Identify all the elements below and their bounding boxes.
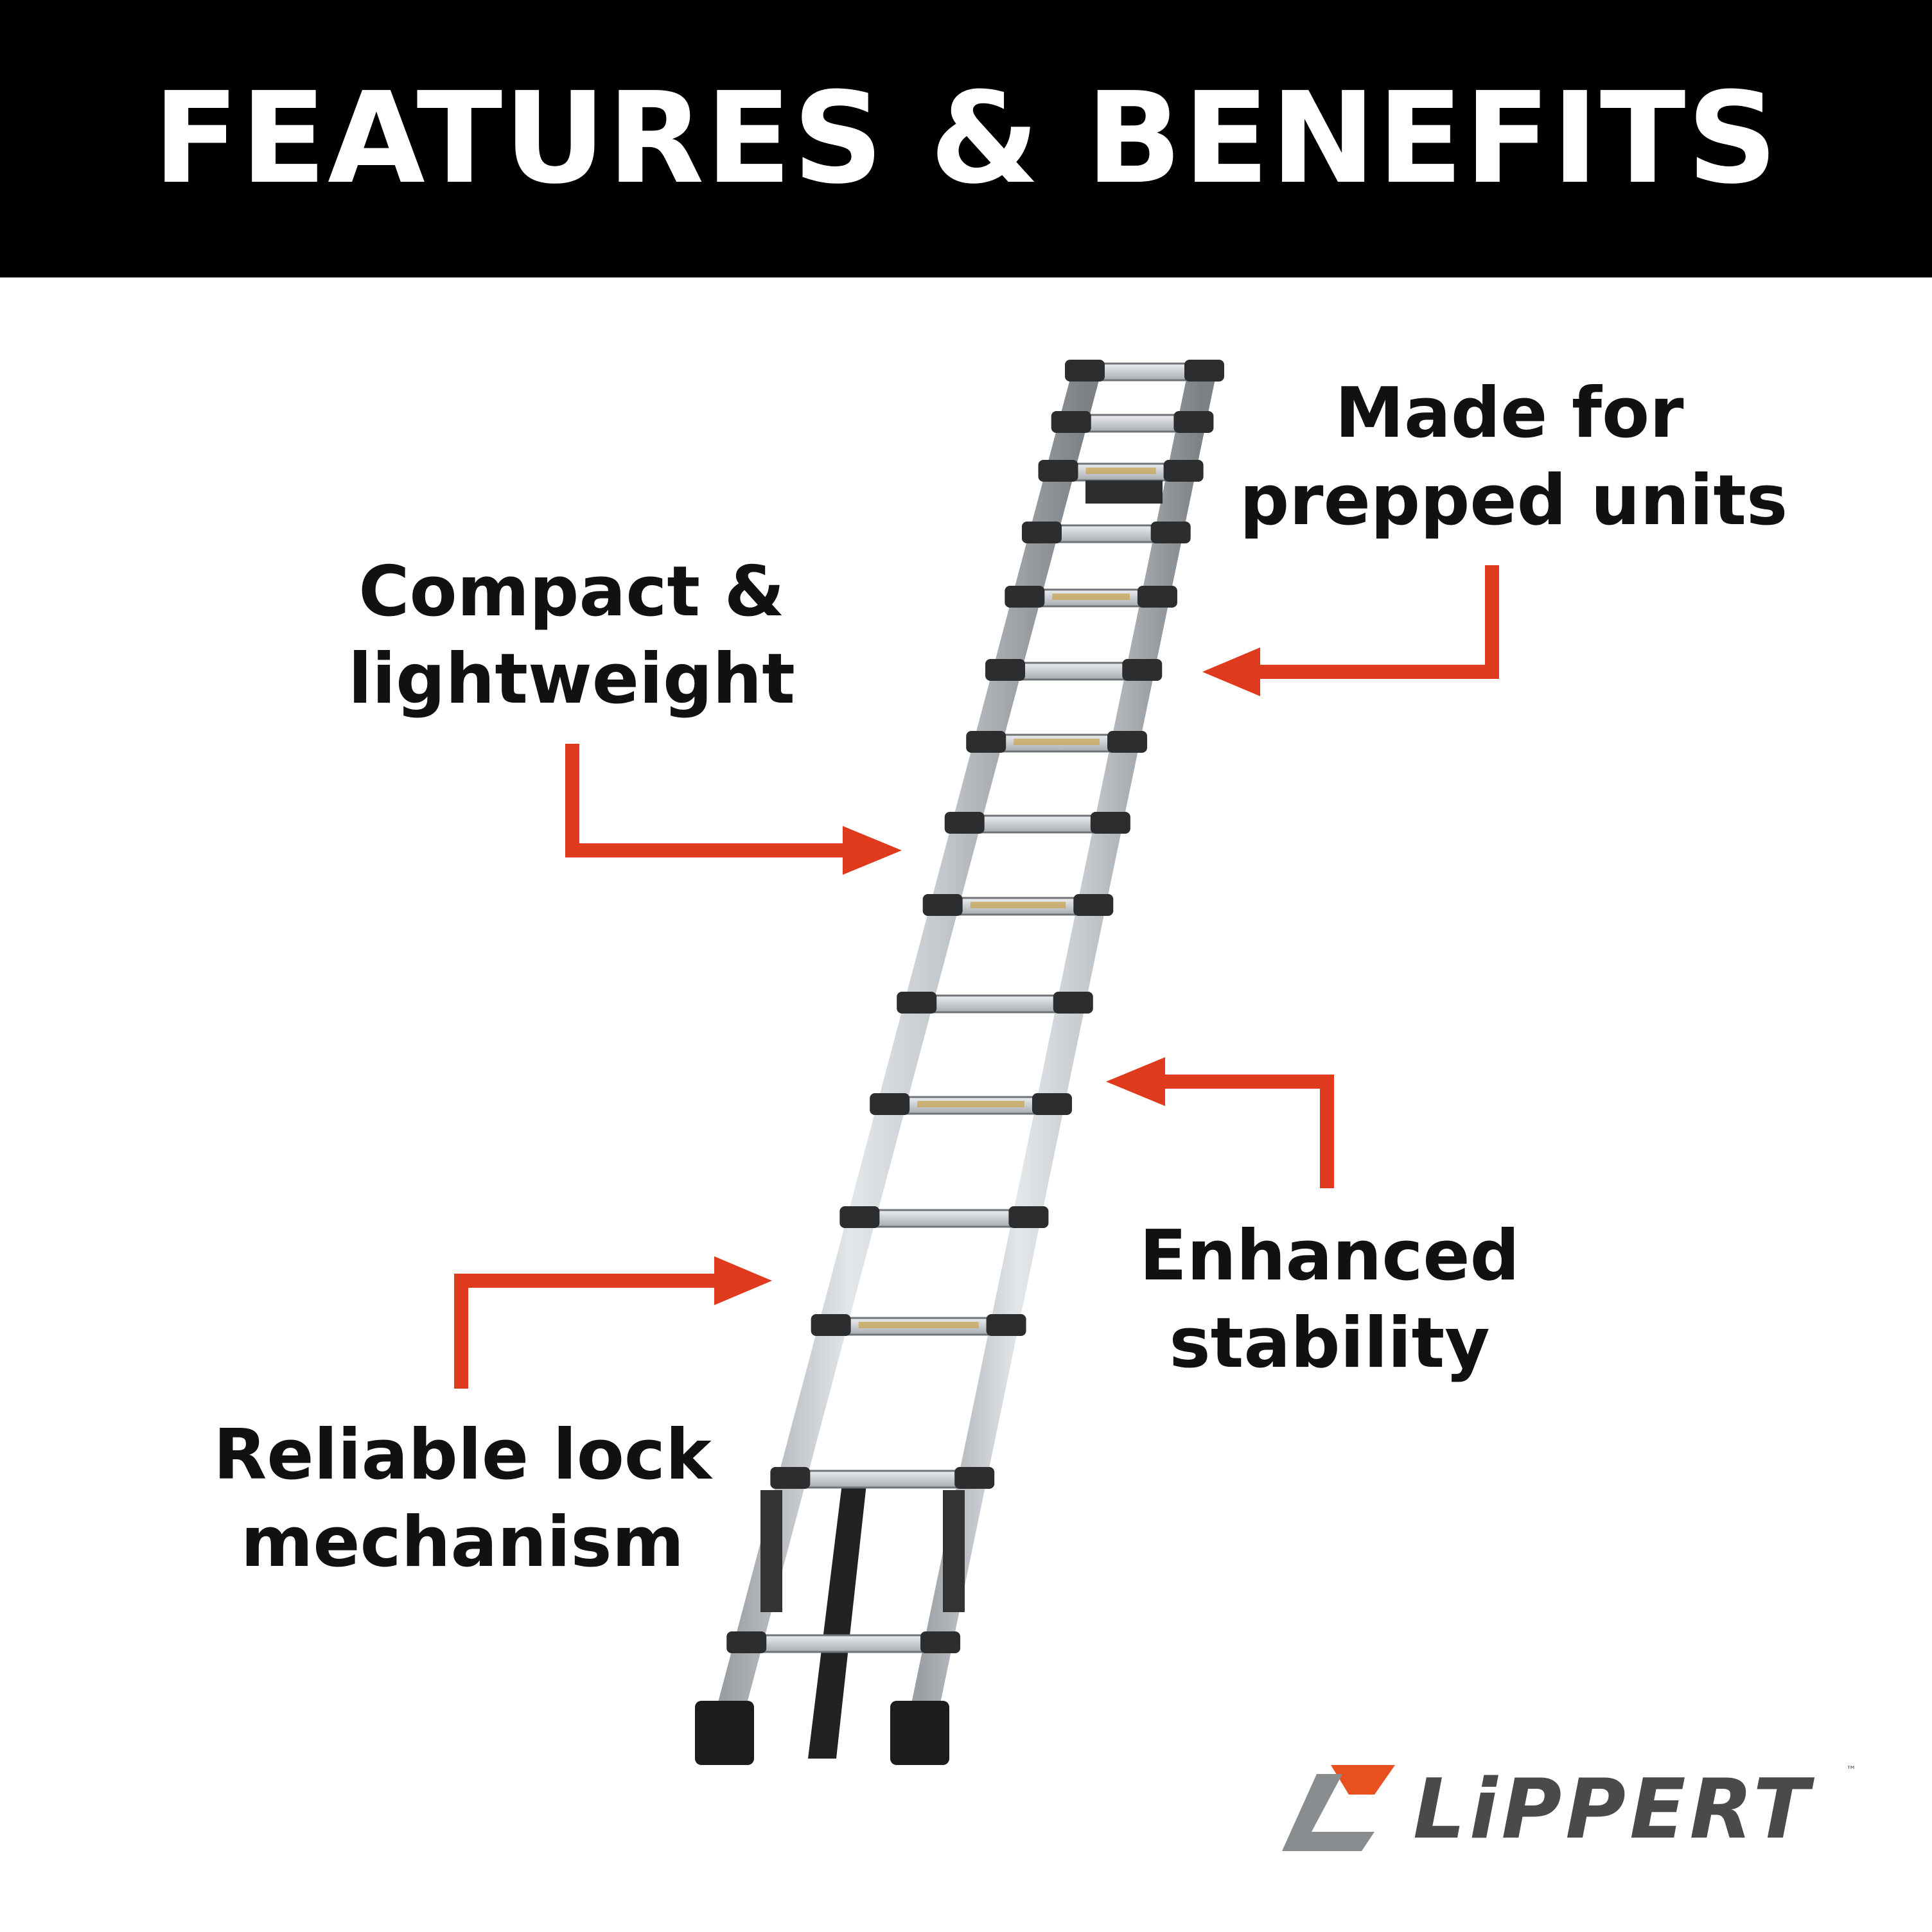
callout-lock-line2: mechanism: [240, 1502, 685, 1583]
ladder-left-joint: [839, 1206, 880, 1228]
brand-trademark: ™: [1846, 1764, 1856, 1776]
arrow-lock-head: [714, 1256, 772, 1305]
ladder-top-bracket: [1085, 480, 1163, 504]
callout-stability-line1: Enhanced: [1139, 1216, 1520, 1296]
ladder-left-joint: [1051, 411, 1091, 433]
brand-logo: LiPPERT ™: [1278, 1760, 1856, 1856]
header-banner: FEATURES & BENEFITS: [0, 0, 1932, 277]
telescoping-ladder-image: [695, 360, 1224, 1765]
ladder-left-joint: [922, 894, 963, 916]
ladder-right-joint: [1008, 1206, 1049, 1228]
lippert-logo-mark: [1282, 1765, 1395, 1851]
ladder-left-joint: [1021, 522, 1062, 543]
ladder-right-joint: [1184, 360, 1224, 382]
ladder-right-joint: [1150, 522, 1191, 543]
arrow-prepped: [1252, 565, 1499, 679]
callout-prepped-units: Made for prepped units: [1240, 370, 1788, 545]
ladder-left-joint: [870, 1093, 910, 1115]
ladder-left-joint: [811, 1314, 851, 1336]
ladder-right-joint: [1122, 659, 1163, 681]
ladder-right-joint: [986, 1314, 1026, 1336]
ladder-rung-label: [1085, 468, 1156, 474]
ladder-right-decal: [943, 1490, 965, 1612]
brand-name: LiPPERT: [1413, 1762, 1813, 1857]
ladder-strap: [808, 1479, 867, 1759]
arrow-compact: [565, 744, 848, 857]
callout-compact-line2: lightweight: [348, 639, 795, 719]
ladder-left-decal: [760, 1490, 782, 1612]
ladder-right-joint: [1053, 992, 1093, 1014]
ladder-rung-label: [1014, 739, 1100, 745]
ladder-rung: [741, 1634, 946, 1653]
ladder-rung: [854, 1209, 1034, 1228]
ladder-left-joint: [944, 812, 985, 834]
ladder-rung-label: [917, 1101, 1024, 1107]
callout-enhanced-stability: Enhanced stability: [1130, 1213, 1529, 1387]
ladder-right-joint: [1032, 1093, 1072, 1115]
ladder-right-joint: [1173, 411, 1214, 433]
callout-stability-line2: stability: [1169, 1303, 1490, 1383]
ladder-right-joint: [920, 1631, 961, 1653]
ladder-left-joint: [1038, 460, 1078, 482]
ladder-rung-label: [1052, 593, 1130, 600]
ladder-right-joint: [1090, 812, 1130, 834]
arrow-compact-head: [843, 826, 902, 875]
ladder-left-joint: [1065, 360, 1105, 382]
ladder-rung-label: [970, 902, 1066, 908]
ladder-left-joint: [770, 1467, 811, 1489]
ladder-right-joint: [1107, 731, 1148, 753]
ladder-right-joint: [1073, 894, 1114, 916]
callout-reliable-lock: Reliable lock mechanism: [193, 1412, 732, 1586]
callout-prepped-line1: Made for: [1335, 373, 1684, 453]
arrow-prepped-head: [1202, 647, 1260, 696]
ladder-rung: [784, 1470, 980, 1489]
ladder-right-joint: [954, 1467, 995, 1489]
ladder-rung-label: [858, 1322, 979, 1328]
ladder-left-joint: [1005, 586, 1045, 608]
callout-compact-line1: Compact &: [358, 552, 785, 632]
arrow-stability-head: [1106, 1057, 1165, 1106]
ladder-left-joint: [985, 659, 1026, 681]
callout-lock-line1: Reliable lock: [213, 1415, 712, 1495]
ladder-left-foot: [695, 1701, 754, 1765]
arrow-lock: [454, 1274, 719, 1389]
ladder-left-joint: [897, 992, 937, 1014]
callout-prepped-line2: prepped units: [1240, 461, 1788, 541]
ladder-left-joint: [726, 1631, 767, 1653]
ladder-right-joint: [1163, 460, 1204, 482]
ladder-right-foot: [890, 1701, 949, 1765]
page-title: FEATURES & BENEFITS: [153, 66, 1779, 212]
ladder-right-joint: [1137, 586, 1177, 608]
ladder-left-joint: [966, 731, 1006, 753]
callout-compact-lightweight: Compact & lightweight: [347, 549, 796, 723]
arrow-stability: [1159, 1075, 1334, 1188]
ladder-rung: [911, 994, 1079, 1014]
